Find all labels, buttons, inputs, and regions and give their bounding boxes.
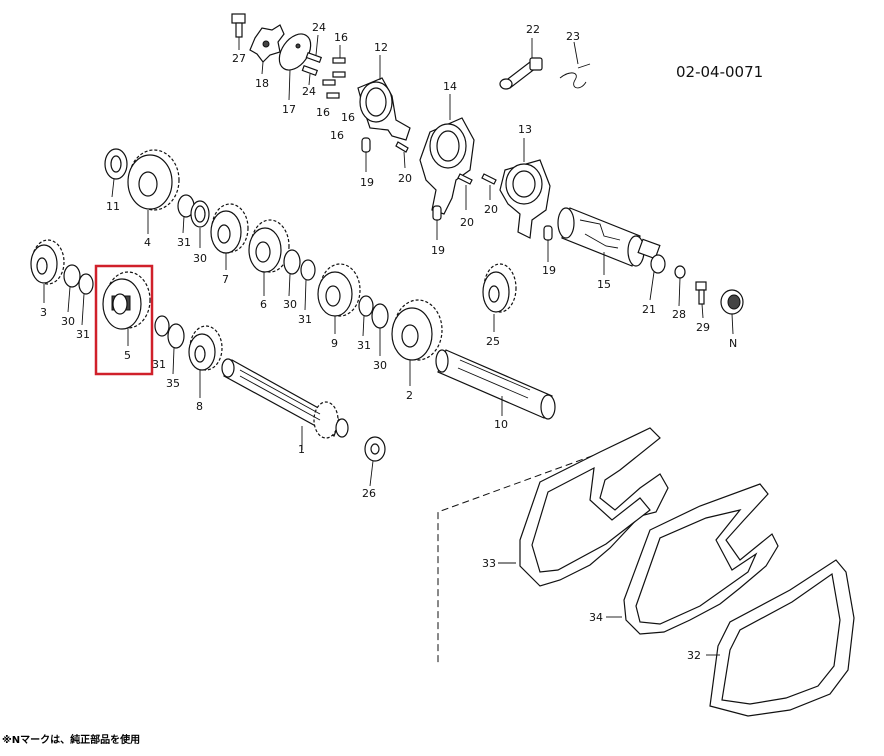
part-29-bolt <box>695 281 707 319</box>
part-30-washer-b <box>283 249 301 297</box>
part-7-gear <box>210 203 249 270</box>
part-14-shift-fork <box>419 94 475 215</box>
callout-31-c: 31 <box>357 339 371 352</box>
genuine-parts-note: ※Nマークは、純正部品を使用 <box>2 735 141 746</box>
callout-20-a: 20 <box>398 172 412 185</box>
part-30-washer-c <box>371 303 389 356</box>
part-30-washer-a <box>190 200 210 248</box>
callout-31-b: 31 <box>298 313 312 326</box>
part-35-washer <box>167 323 185 375</box>
callout-10: 10 <box>494 418 508 431</box>
callout-16-a: 16 <box>334 31 348 44</box>
callout-15: 15 <box>597 278 611 291</box>
part-32-gasket <box>706 559 855 717</box>
callout-31-a: 31 <box>177 236 191 249</box>
part-15-shift-drum <box>557 207 661 275</box>
callout-20-b: 20 <box>460 216 474 229</box>
part-25-gear <box>482 263 517 332</box>
part-31-clip-c <box>358 295 374 337</box>
part-5-gear <box>102 271 151 346</box>
callout-22: 22 <box>526 23 540 36</box>
callout-19-a: 19 <box>360 176 374 189</box>
part-17-shift-plate <box>278 33 312 101</box>
callout-30-d: 30 <box>61 315 75 328</box>
part-33-gasket <box>498 427 669 587</box>
part-18-star-plate <box>249 24 285 75</box>
callout-31-e: 31 <box>152 358 166 371</box>
part-2-gear <box>391 299 443 386</box>
part-22-shift-arm <box>499 38 543 90</box>
callout-7: 7 <box>222 273 229 286</box>
part-4-gear <box>127 149 180 234</box>
part-9-gear <box>317 263 361 334</box>
callout-6: 6 <box>260 298 267 311</box>
callout-16-d: 16 <box>330 129 344 142</box>
part-31-clip-b <box>300 259 316 311</box>
callout-30-c: 30 <box>373 359 387 372</box>
part-24-pins <box>301 34 323 86</box>
callout-20-c: 20 <box>484 203 498 216</box>
callout-30-a: 30 <box>193 252 207 265</box>
callout-2: 2 <box>406 389 413 402</box>
part-21-ring <box>649 254 666 301</box>
callout-12: 12 <box>374 41 388 54</box>
callout-16-c: 16 <box>341 111 355 124</box>
callout-28: 28 <box>672 308 686 321</box>
callout-8: 8 <box>196 400 203 413</box>
callout-16-b: 16 <box>316 106 330 119</box>
diagram-code: 02-04-0071 <box>676 63 763 81</box>
part-3-gear <box>30 239 65 303</box>
callout-24-b: 24 <box>302 85 316 98</box>
part-20-clips <box>395 141 497 210</box>
callout-5: 5 <box>124 349 131 362</box>
part-1-main-shaft <box>221 358 349 450</box>
part-6-gear <box>248 219 290 296</box>
callout-25: 25 <box>486 335 500 348</box>
callout-n: N <box>729 337 737 350</box>
part-23-spring <box>559 41 591 89</box>
callout-13: 13 <box>518 123 532 136</box>
part-19-pins <box>361 137 553 262</box>
highlight-box-part-5 <box>94 264 154 376</box>
callout-17: 17 <box>282 103 296 116</box>
part-26-washer <box>364 436 386 487</box>
callout-3: 3 <box>40 306 47 319</box>
callout-34: 34 <box>589 611 603 624</box>
part-30-washer-d <box>63 264 81 313</box>
part-10-counter-shaft <box>435 349 556 420</box>
callout-30-b: 30 <box>283 298 297 311</box>
callout-21: 21 <box>642 303 656 316</box>
part-12-shift-fork <box>357 55 411 141</box>
callout-26: 26 <box>362 487 376 500</box>
callout-31-d: 31 <box>76 328 90 341</box>
part-31-clip-e <box>154 315 170 337</box>
callout-4: 4 <box>144 236 151 249</box>
callout-33: 33 <box>482 557 496 570</box>
callout-24-a: 24 <box>312 21 326 34</box>
part-11-washer <box>104 148 128 198</box>
part-16-pins <box>322 45 346 99</box>
callout-23: 23 <box>566 30 580 43</box>
callout-14: 14 <box>443 80 457 93</box>
callout-1: 1 <box>298 443 305 456</box>
callout-29: 29 <box>696 321 710 334</box>
part-n-plug <box>720 289 744 335</box>
part-28-washer <box>674 265 686 307</box>
callout-32: 32 <box>687 649 701 662</box>
callout-19-b: 19 <box>431 244 445 257</box>
callout-9: 9 <box>331 337 338 350</box>
part-31-clip-d <box>78 273 94 326</box>
part-8-gear <box>188 325 223 398</box>
callout-18: 18 <box>255 77 269 90</box>
part-31-clip-a <box>177 194 195 234</box>
part-34-gasket <box>606 483 779 635</box>
callout-27: 27 <box>232 52 246 65</box>
callout-19-c: 19 <box>542 264 556 277</box>
part-13-shift-fork <box>499 138 551 239</box>
part-27-bolt <box>231 13 246 50</box>
callout-labels: 27 18 17 24 24 16 16 16 16 12 14 19 20 1… <box>40 21 737 662</box>
callout-35: 35 <box>166 377 180 390</box>
callout-11: 11 <box>106 200 120 213</box>
